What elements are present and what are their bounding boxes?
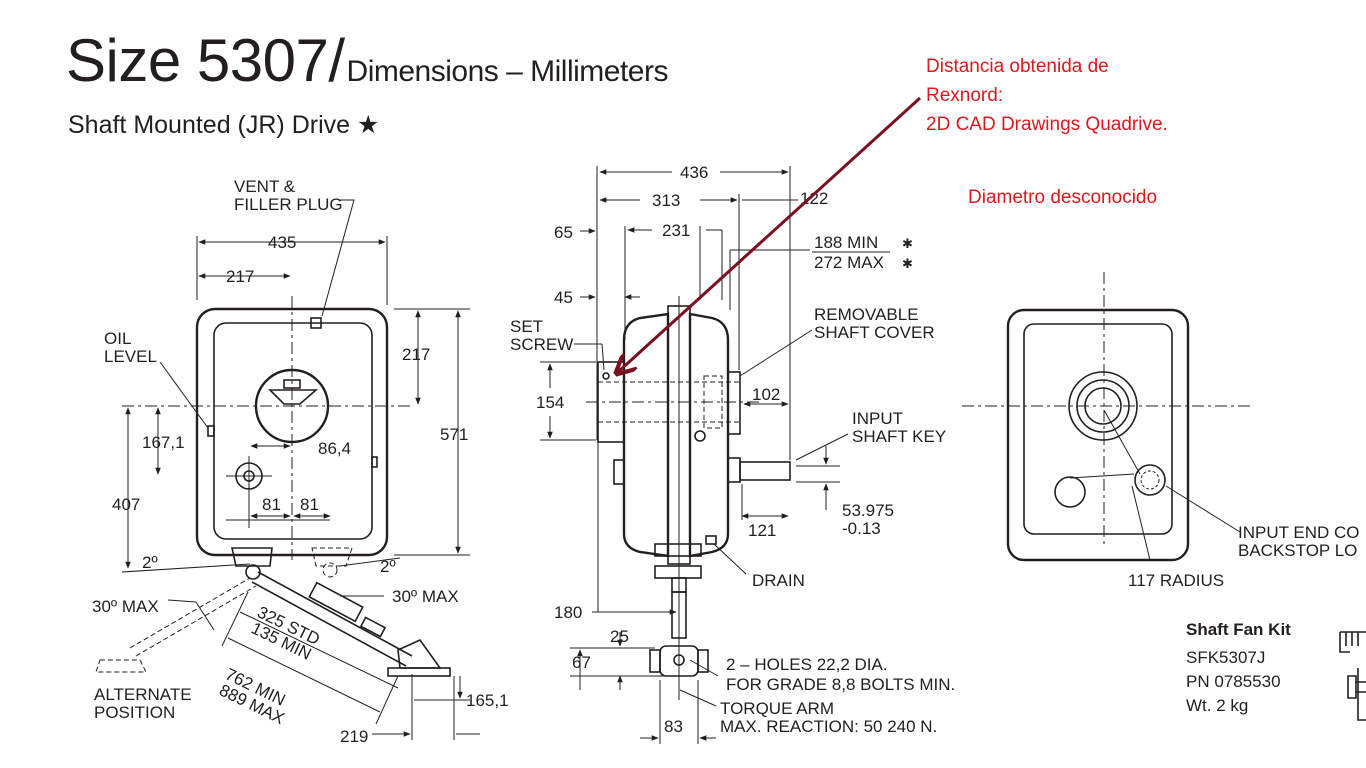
- oil-level-plug: [207, 425, 215, 437]
- fan-kit-model: SFK5307J: [1186, 648, 1266, 667]
- end-bore-outer: [1068, 371, 1138, 441]
- fan-kit-weight: Wt. 2 kg: [1186, 696, 1249, 715]
- dim-86: 86,4: [318, 439, 351, 458]
- dim-219: 219: [340, 727, 368, 746]
- end-view: [962, 272, 1366, 721]
- side-view: [540, 166, 849, 744]
- label-alternate-1: ALTERNATE: [94, 685, 192, 704]
- annotation-line-1: Distancia obtenida de: [926, 56, 1109, 77]
- output-bore: [254, 368, 330, 444]
- label-backstop-2: BACKSTOP LO: [1238, 541, 1357, 560]
- label-holes-1: 2 – HOLES 22,2 DIA.: [726, 655, 888, 674]
- backstop-cover: [1134, 464, 1166, 496]
- front-housing-inner: [213, 322, 373, 540]
- dim-102: 102: [752, 385, 780, 404]
- dim-67: 67: [572, 653, 591, 672]
- label-vent-1: VENT &: [234, 177, 296, 196]
- label-117-radius: 117 RADIUS: [1128, 571, 1224, 590]
- label-removable-1: REMOVABLE: [814, 305, 919, 324]
- end-housing-inner: [1023, 323, 1173, 535]
- label-torque-1: TORQUE ARM: [720, 699, 834, 718]
- torque-arm-front: [251, 571, 451, 677]
- end-housing-outer: [1006, 308, 1190, 562]
- label-removable-2: SHAFT COVER: [814, 323, 935, 342]
- title-units: Dimensions – Millimeters: [346, 55, 669, 88]
- page-title: Size 5307/Dimensions – Millimeters: [66, 26, 668, 107]
- dim-165: 165,1: [466, 691, 509, 710]
- dim-122: 122: [800, 189, 828, 208]
- vent-plug: [310, 317, 322, 329]
- title-size: Size 5307: [66, 27, 329, 94]
- title-slash: /: [328, 27, 345, 94]
- dim-217-top: 217: [226, 267, 254, 286]
- annotation-line-2: Rexnord:: [926, 85, 1004, 106]
- side-housing-left: [622, 312, 670, 558]
- dim-217-right: 217: [402, 345, 430, 364]
- dim-180: 180: [554, 603, 582, 622]
- label-set-screw-1: SET: [510, 317, 543, 336]
- dim-81a: 81: [262, 495, 281, 514]
- label-holes-2: FOR GRADE 8,8 BOLTS MIN.: [726, 675, 955, 694]
- front-view: [95, 199, 480, 740]
- asterisk-188: ✱: [902, 236, 913, 251]
- label-input-key-2: SHAFT KEY: [852, 427, 946, 446]
- fan-kit-title: Shaft Fan Kit: [1186, 620, 1291, 639]
- dim-188: 188 MIN: [814, 233, 878, 252]
- annotation-block: Distancia obtenida de Rexnord: 2D CAD Dr…: [926, 52, 1168, 139]
- label-backstop-1: INPUT END CO: [1238, 523, 1360, 542]
- torque-arm-side: [649, 543, 709, 700]
- label-alternate-2: POSITION: [94, 703, 175, 722]
- label-drain: DRAIN: [752, 571, 805, 590]
- asterisk-272: ✱: [902, 256, 913, 271]
- dim-231: 231: [662, 221, 690, 240]
- angle-30-left: 30º MAX: [92, 597, 159, 616]
- fan-kit-block: Shaft Fan Kit SFK5307J PN 0785530 Wt. 2 …: [1186, 618, 1291, 718]
- dim-53975: 53.975: [842, 501, 894, 520]
- input-shaft-side: [739, 461, 791, 481]
- label-oil-1: OIL: [104, 329, 131, 348]
- annotation-arrow: [618, 96, 922, 372]
- dim-013: -0.13: [842, 519, 881, 538]
- dim-25: 25: [610, 627, 629, 646]
- dim-272: 272 MAX: [814, 253, 884, 272]
- dim-167: 167,1: [142, 433, 185, 452]
- dim-83: 83: [664, 717, 683, 736]
- side-housing-right: [688, 312, 730, 558]
- dim-407: 407: [112, 495, 140, 514]
- dim-121: 121: [748, 521, 776, 540]
- angle-30-right: 30º MAX: [392, 587, 459, 606]
- annotation-line-3: 2D CAD Drawings Quadrive.: [926, 114, 1168, 135]
- dim-436: 436: [680, 163, 708, 182]
- annotation-note: Diametro desconocido: [968, 187, 1158, 208]
- dim-154: 154: [536, 393, 564, 412]
- dim-65: 65: [554, 223, 573, 242]
- label-oil-2: LEVEL: [104, 347, 157, 366]
- dim-45: 45: [554, 288, 573, 307]
- label-vent-2: FILLER PLUG: [234, 195, 343, 214]
- end-input-hole: [1054, 476, 1086, 508]
- dim-571: 571: [440, 425, 468, 444]
- label-input-key-1: INPUT: [852, 409, 903, 428]
- shaft-cover: [727, 371, 741, 435]
- label-torque-2: MAX. REACTION: 50 240 N.: [720, 717, 937, 736]
- fan-kit-pn: PN 0785530: [1186, 672, 1281, 691]
- angle-2-left: 2º: [142, 553, 158, 572]
- angle-2-right: 2º: [380, 557, 396, 576]
- label-set-screw-2: SCREW: [510, 335, 573, 354]
- dim-435: 435: [268, 233, 296, 252]
- page-subtitle: Shaft Mounted (JR) Drive ★: [68, 111, 380, 139]
- dim-81b: 81: [300, 495, 319, 514]
- dim-313: 313: [652, 191, 680, 210]
